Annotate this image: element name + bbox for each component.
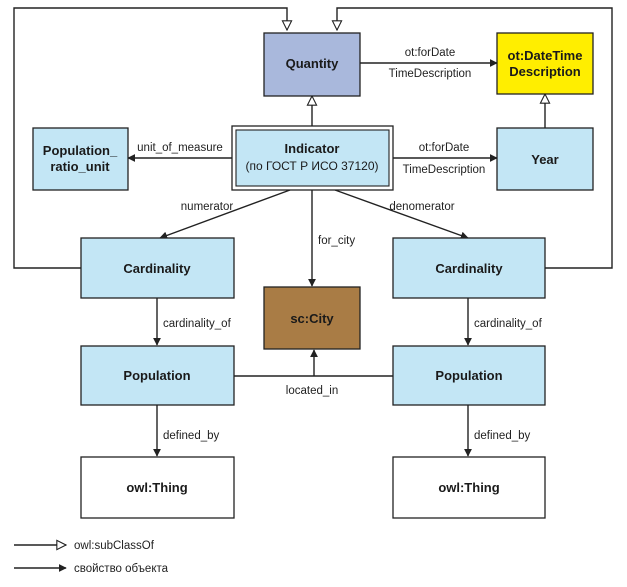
subclass-cardinality-left-quantity [13,7,287,269]
edge-numerator [159,189,291,240]
node-cardinality-left [80,237,235,299]
legend-property-label: свойство объекта [74,563,169,575]
label-numerator: numerator [181,201,234,213]
label-unit-of-measure: unit_of_measure [137,142,223,154]
edge-denomerator [334,189,469,240]
legend-subclass-label: owl:subClassOf [74,540,155,552]
node-thing-left [80,456,235,519]
node-population-left-label: Population [123,368,190,383]
node-population-right [392,345,546,406]
label-quantity-fordate-1: ot:forDate [405,47,456,59]
node-quantity-label: Quantity [286,56,339,71]
node-city [263,286,361,350]
label-for-city: for_city [318,235,355,247]
node-quantity [263,32,361,97]
node-cardinality-right-label: Cardinality [435,261,503,276]
label-located-in: located_in [286,385,338,397]
node-indicator-line2: (по ГОСТ Р ИСО 37120) [246,159,379,173]
node-cardinality-right [392,237,546,299]
node-indicator-line1: Indicator [285,141,340,156]
label-indicator-fordate-1: ot:forDate [419,142,470,154]
node-thing-left-label: owl:Thing [126,480,187,495]
node-thing-right [392,456,546,519]
label-cardinality-of-left: cardinality_of [163,318,232,330]
label-cardinality-of-right: cardinality_of [474,318,543,330]
node-population-ratio-unit-line1: Population_ [43,143,118,158]
node-year-label: Year [531,152,558,167]
node-population-ratio-unit [32,127,129,191]
node-datetime-line1: ot:DateTime [508,48,583,63]
node-population-right-label: Population [435,368,502,383]
subclass-cardinality-right-quantity [337,7,613,269]
node-cardinality-left-label: Cardinality [123,261,191,276]
node-indicator [235,129,390,187]
label-denomerator: denomerator [389,201,454,213]
label-indicator-fordate-2: TimeDescription [403,164,486,176]
node-city-label: sc:City [290,311,334,326]
label-quantity-fordate-2: TimeDescription [389,68,472,80]
node-thing-right-label: owl:Thing [438,480,499,495]
node-datetime-line2: Description [509,64,581,79]
node-population-ratio-unit-line2: ratio_unit [50,159,110,174]
node-population-left [80,345,235,406]
label-defined-by-left: defined_by [163,430,220,442]
node-datetime [496,32,594,95]
label-defined-by-right: defined_by [474,430,531,442]
node-year [496,127,594,191]
